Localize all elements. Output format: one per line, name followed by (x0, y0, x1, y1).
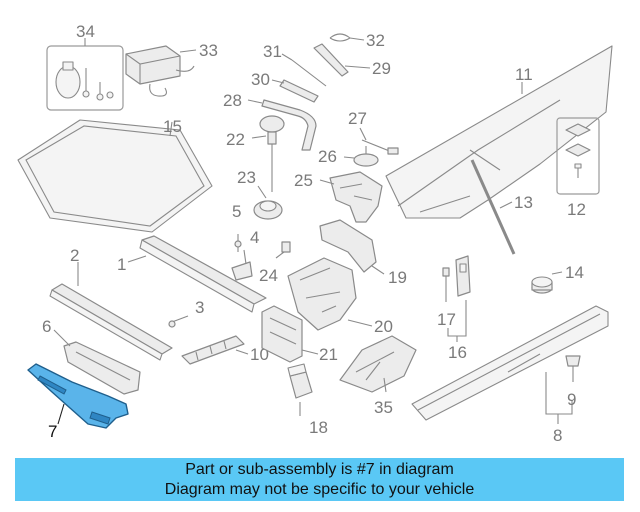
part-21 (261, 305, 303, 363)
callout-30: 30 (251, 70, 270, 89)
part-5 (234, 234, 242, 252)
callout-24: 24 (259, 266, 278, 285)
part-2 (49, 283, 173, 361)
banner-line-1: Part or sub-assembly is #7 in diagram (185, 461, 454, 478)
part-11 (385, 45, 613, 219)
part-28 (261, 99, 317, 151)
callout-26: 26 (318, 147, 337, 166)
part-24 (281, 241, 291, 253)
part-17 (442, 267, 450, 302)
callout-25: 25 (294, 171, 313, 190)
callout-3: 3 (195, 298, 204, 317)
callout-14: 14 (565, 263, 584, 282)
part-6 (63, 341, 141, 395)
callout-29: 29 (372, 59, 391, 78)
callout-12: 12 (567, 200, 586, 219)
callout-27: 27 (348, 109, 367, 128)
part-20 (287, 257, 357, 331)
part-9 (565, 355, 581, 382)
callout-28: 28 (223, 91, 242, 110)
part-8 (411, 305, 609, 421)
part-34-items (55, 61, 114, 101)
callout-34: 34 (76, 22, 95, 41)
callout-18: 18 (309, 418, 328, 437)
callout-35: 35 (374, 398, 393, 417)
part-4 (231, 261, 253, 281)
part-10 (181, 335, 245, 365)
bracket-16 (447, 300, 467, 342)
part-31 (291, 59, 327, 87)
part-23 (253, 200, 283, 220)
callout-23: 23 (237, 168, 256, 187)
part-22 (259, 115, 285, 192)
part-16 (455, 255, 471, 297)
part-12-items (565, 123, 591, 178)
callout-8: 8 (553, 426, 562, 445)
bracket-8 (545, 372, 573, 424)
callout-19: 19 (388, 268, 407, 287)
part-27 (361, 139, 399, 155)
part-18 (287, 363, 313, 399)
info-banner: Part or sub-assembly is #7 in diagram Di… (15, 458, 624, 501)
callout-1: 1 (117, 255, 126, 274)
part-1 (139, 235, 267, 313)
part-25 (329, 171, 383, 223)
callout-32: 32 (366, 31, 385, 50)
callout-31: 31 (263, 42, 282, 61)
callout-22: 22 (226, 130, 245, 149)
part-15 (17, 119, 213, 233)
part-14 (531, 276, 553, 294)
part-26 (353, 146, 379, 167)
callout-9: 9 (567, 390, 576, 409)
callout-2: 2 (70, 246, 79, 265)
callout-6: 6 (42, 317, 51, 336)
callout-16: 16 (448, 343, 467, 362)
part-35 (339, 335, 417, 393)
callout-15: 15 (163, 117, 182, 136)
callout-33: 33 (199, 41, 218, 60)
part-3 (168, 315, 189, 328)
callout-11: 11 (515, 65, 533, 84)
part-7-highlighted[interactable] (27, 363, 129, 429)
banner-line-2: Diagram may not be specific to your vehi… (164, 481, 475, 498)
part-29 (313, 43, 349, 77)
parts-diagram: 34 33 32 29 31 30 28 15 (17, 22, 613, 445)
part-32 (329, 33, 365, 42)
callout-7: 7 (48, 422, 57, 441)
callout-5: 5 (232, 202, 241, 221)
part-19 (319, 219, 377, 273)
part-33 (125, 45, 195, 97)
callout-17: 17 (437, 310, 456, 329)
callout-4: 4 (250, 228, 259, 247)
part-12-box (556, 117, 600, 195)
part-30 (279, 79, 319, 103)
callout-20: 20 (374, 317, 393, 336)
part-13 (470, 159, 516, 255)
callout-21: 21 (319, 345, 338, 364)
callout-13: 13 (514, 193, 533, 212)
